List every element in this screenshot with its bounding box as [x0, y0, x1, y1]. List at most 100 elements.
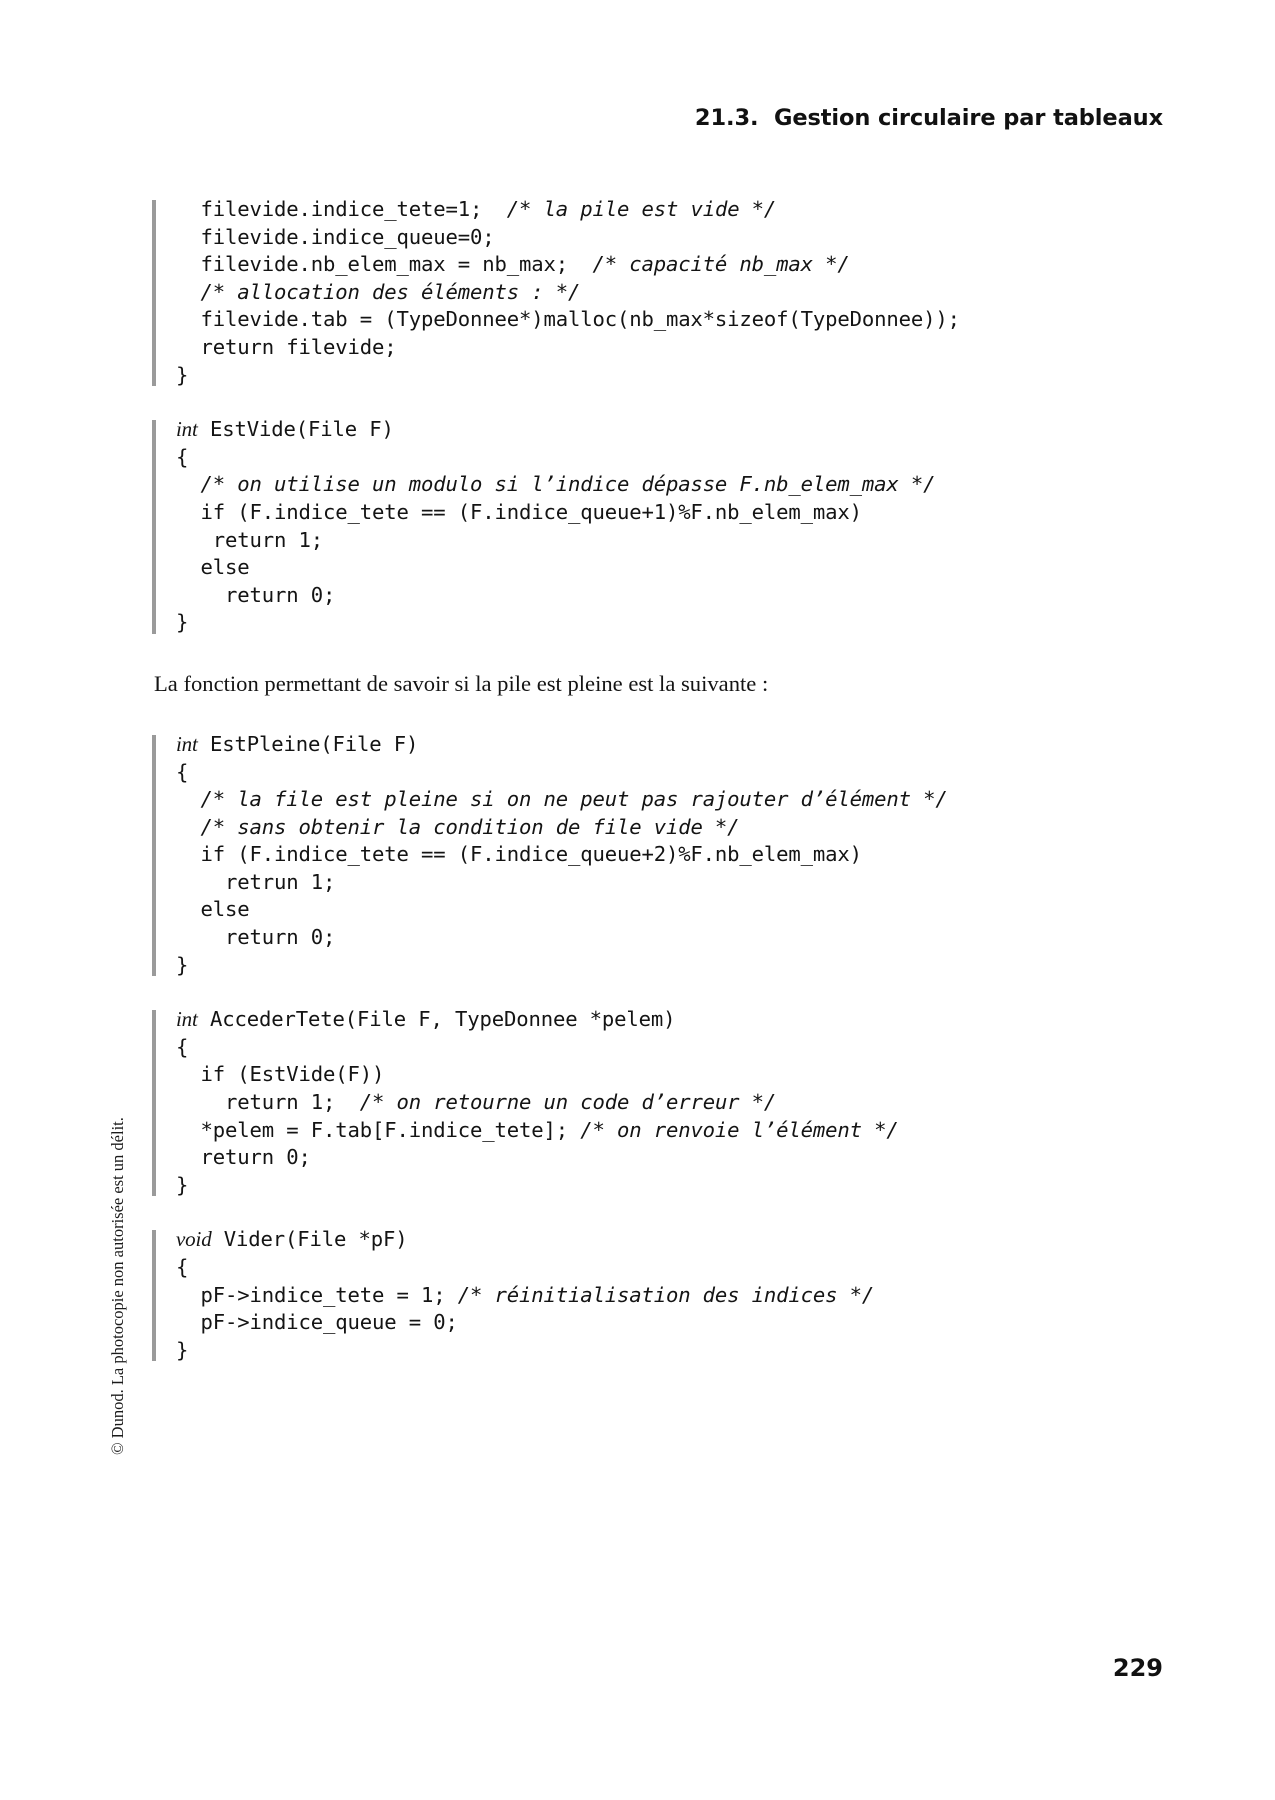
code-comment: /* on utilise un modulo si l’indice dépa… — [200, 472, 936, 497]
code-line: else — [176, 554, 1032, 582]
code-line: int EstPleine(File F) — [176, 731, 1032, 759]
code-text: { — [176, 1255, 189, 1279]
code-line: { — [176, 1254, 1032, 1282]
code-text: return filevide; — [176, 334, 397, 359]
code-text: AccederTete(File F, TypeDonnee *pelem) — [197, 1007, 676, 1032]
code-line: if (F.indice_tete == (F.indice_queue+1)%… — [176, 499, 1032, 527]
code-text: return 0; — [176, 925, 336, 950]
code-text: filevide.indice_tete=1; — [176, 197, 483, 221]
code-line: } — [176, 1337, 1032, 1365]
code-line: /* on utilise un modulo si l’indice dépa… — [176, 471, 1032, 499]
code-line: filevide.tab = (TypeDonnee*)malloc(nb_ma… — [176, 306, 1032, 334]
code-line: } — [176, 609, 1032, 637]
code-text — [176, 815, 201, 839]
code-line: int EstVide(File F) — [176, 416, 1032, 444]
vertical-spacer — [152, 979, 1032, 1006]
code-line: void Vider(File *pF) — [176, 1226, 1032, 1254]
code-comment: /* on retourne un code d’erreur */ — [335, 1090, 777, 1115]
code-comment: /* la pile est vide */ — [482, 197, 777, 221]
code-comment: /* allocation des éléments : */ — [200, 279, 581, 304]
code-text: } — [176, 1337, 189, 1362]
code-text: } — [176, 952, 189, 977]
code-text: filevide.tab = (TypeDonnee*)malloc(nb_ma… — [176, 307, 960, 332]
code-block-estvide: int EstVide(File F){ /* on utilise un mo… — [152, 416, 1032, 637]
vertical-spacer — [152, 699, 1032, 731]
code-text: } — [176, 1172, 189, 1197]
code-comment: /* la file est pleine si on ne peut pas … — [200, 787, 948, 812]
code-line: retrun 1; — [176, 869, 1032, 897]
code-keyword: void — [176, 1227, 212, 1252]
code-text: return 1; — [176, 1090, 336, 1115]
code-comment: /* on renvoie l’élément */ — [567, 1117, 899, 1142]
code-line: pF->indice_queue = 0; — [176, 1309, 1032, 1337]
code-keyword: int — [176, 1007, 198, 1032]
copyright-margin-note: © Dunod. La photocopie non autorisée est… — [108, 1117, 127, 1455]
code-line: else — [176, 896, 1032, 924]
code-line: return 1; /* on retourne un code d’erreu… — [176, 1089, 1032, 1117]
code-text: EstVide(File F) — [197, 417, 394, 442]
code-text: else — [176, 555, 250, 580]
code-block-accedertete: int AccederTete(File F, TypeDonnee *pele… — [152, 1006, 1032, 1199]
code-text: { — [176, 444, 189, 469]
code-keyword: int — [176, 417, 198, 442]
code-text: } — [176, 610, 189, 635]
code-line: /* sans obtenir la condition de file vid… — [176, 814, 1032, 842]
code-keyword: int — [176, 731, 198, 756]
code-text: } — [176, 362, 189, 387]
code-line: { — [176, 759, 1032, 787]
code-comment: /* réinitialisation des indices */ — [445, 1282, 875, 1307]
code-line: filevide.indice_tete=1; /* la pile est v… — [176, 196, 1032, 224]
code-text: { — [176, 1034, 189, 1059]
code-text: if (F.indice_tete == (F.indice_queue+1)%… — [176, 499, 862, 524]
code-line: { — [176, 1034, 1032, 1062]
code-line: { — [176, 444, 1032, 472]
code-comment: /* sans obtenir la condition de file vid… — [200, 814, 740, 839]
page-content: filevide.indice_tete=1; /* la pile est v… — [152, 196, 1032, 1364]
code-line: if (F.indice_tete == (F.indice_queue+2)%… — [176, 841, 1032, 869]
code-line: /* allocation des éléments : */ — [176, 279, 1032, 307]
code-block-creer-file-suite: filevide.indice_tete=1; /* la pile est v… — [152, 196, 1032, 389]
code-text — [176, 280, 201, 304]
code-line: pF->indice_tete = 1; /* réinitialisation… — [176, 1282, 1032, 1310]
code-text: { — [176, 759, 189, 784]
code-comment: /* capacité nb_max */ — [567, 252, 850, 277]
code-text: return 0; — [176, 1145, 311, 1170]
code-text: Vider(File *pF) — [211, 1227, 408, 1252]
code-line: filevide.nb_elem_max = nb_max; /* capaci… — [176, 251, 1032, 279]
code-text — [176, 472, 201, 496]
code-line: } — [176, 1172, 1032, 1200]
code-text: EstPleine(File F) — [197, 731, 419, 756]
code-text: pF->indice_queue = 0; — [176, 1310, 458, 1335]
code-line: return 0; — [176, 1144, 1032, 1172]
code-line: return filevide; — [176, 334, 1032, 362]
code-line: return 0; — [176, 924, 1032, 952]
code-text: if (F.indice_tete == (F.indice_queue+2)%… — [176, 842, 862, 867]
code-line: /* la file est pleine si on ne peut pas … — [176, 786, 1032, 814]
vertical-spacer — [152, 389, 1032, 416]
code-text: filevide.nb_elem_max = nb_max; — [176, 252, 568, 277]
code-text: *pelem = F.tab[F.indice_tete]; — [176, 1117, 568, 1142]
code-line: return 1; — [176, 527, 1032, 555]
code-text — [176, 787, 201, 811]
code-text: return 1; — [176, 527, 323, 552]
code-line: } — [176, 362, 1032, 390]
vertical-spacer — [152, 1199, 1032, 1226]
running-head: 21.3. Gestion circulaire par tableaux — [694, 105, 1163, 131]
code-line: } — [176, 952, 1032, 980]
code-line: int AccederTete(File F, TypeDonnee *pele… — [176, 1006, 1032, 1034]
code-block-estpleine: int EstPleine(File F){ /* la file est pl… — [152, 731, 1032, 979]
code-block-vider: void Vider(File *pF){ pF->indice_tete = … — [152, 1226, 1032, 1364]
code-line: filevide.indice_queue=0; — [176, 224, 1032, 252]
vertical-spacer — [152, 637, 1032, 669]
code-text: pF->indice_tete = 1; — [176, 1282, 446, 1307]
code-line: if (EstVide(F)) — [176, 1061, 1032, 1089]
code-text: return 0; — [176, 582, 336, 607]
code-text: filevide.indice_queue=0; — [176, 224, 495, 249]
page-number: 229 — [1112, 1654, 1163, 1682]
code-text: else — [176, 897, 250, 922]
code-line: *pelem = F.tab[F.indice_tete]; /* on ren… — [176, 1117, 1032, 1145]
paragraph-estpleine-intro: La fonction permettant de savoir si la p… — [154, 670, 769, 696]
code-text: retrun 1; — [176, 869, 336, 894]
code-line: return 0; — [176, 582, 1032, 610]
